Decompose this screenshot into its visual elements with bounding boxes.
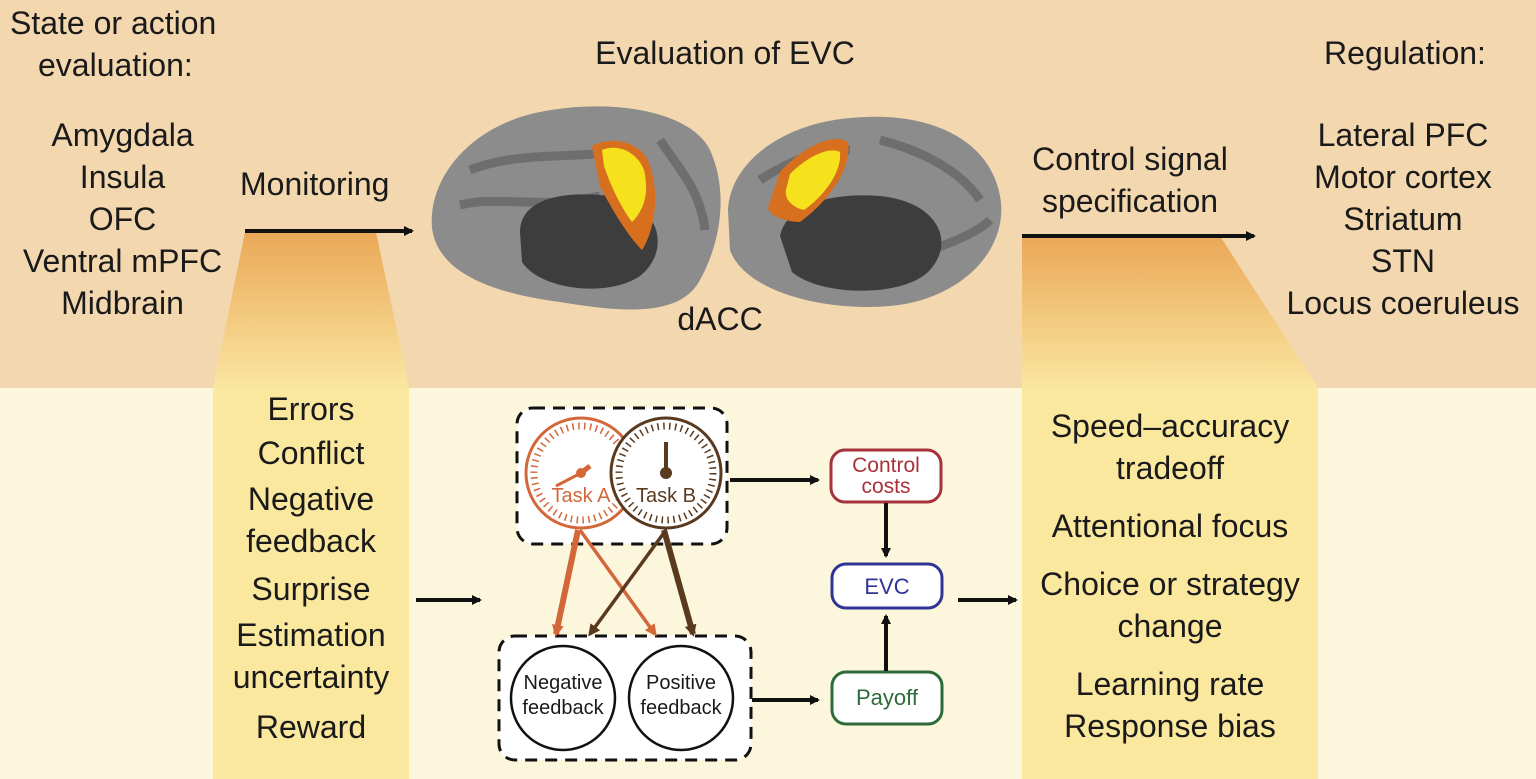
brain-left-image <box>431 106 721 310</box>
right-header: Regulation: <box>1324 35 1486 71</box>
negative-feedback-node <box>509 644 617 752</box>
left-regions-list: Amygdala Insula OFC Ventral mPFC Midbrai… <box>0 114 245 324</box>
signal-item: uncertainty <box>232 659 390 695</box>
control-signal-label: Control signal specification <box>1010 138 1250 222</box>
outputs-list: Speed–accuracy tradeoff Attentional focu… <box>1022 405 1318 747</box>
signal-item: Surprise <box>251 571 371 607</box>
control-costs-line-2: costs <box>861 475 911 498</box>
task-a-positive-arrow <box>578 528 657 637</box>
output-item: Speed–accuracy <box>1050 408 1290 444</box>
signal-item: feedback <box>246 523 376 559</box>
output-item: Choice or strategy <box>1040 566 1300 602</box>
positive-feedback-node <box>627 644 735 752</box>
right-region: Locus coeruleus <box>1286 285 1520 321</box>
left-header: State or action evaluation: <box>10 2 216 86</box>
control-costs-line-1: Control <box>852 454 920 477</box>
payoff-label: Payoff <box>856 685 918 710</box>
payoff-node <box>830 670 944 726</box>
evc-label: EVC <box>864 574 910 599</box>
output-item: change <box>1117 608 1223 644</box>
output-item: Attentional focus <box>1051 508 1289 544</box>
specification-column <box>1022 388 1318 779</box>
control-costs-label: Control costs <box>831 455 941 497</box>
monitored-signals-list: Errors Conflict Negative feedback Surpri… <box>213 388 409 748</box>
signal-item: Negative <box>247 481 375 517</box>
right-regions-list: Lateral PFC Motor cortex Striatum STN Lo… <box>1270 114 1536 324</box>
output-item: Response bias <box>1064 708 1276 744</box>
positive-feedback-line-2: feedback <box>640 697 722 719</box>
negative-feedback-line-1: Negative <box>523 672 603 694</box>
positive-feedback-label: Positive feedback <box>629 671 733 721</box>
right-region: STN <box>1371 243 1435 279</box>
positive-feedback-line-1: Positive <box>645 672 717 694</box>
brain-right-image <box>728 116 1002 307</box>
control-costs-node <box>829 448 943 504</box>
control-signal-line-2: specification <box>1041 183 1219 219</box>
center-title: Evaluation of EVC <box>595 35 855 71</box>
signal-item: Conflict <box>257 435 365 471</box>
left-region: OFC <box>88 201 157 237</box>
right-region: Striatum <box>1343 201 1463 237</box>
control-signal-line-1: Control signal <box>1032 141 1228 177</box>
left-header-line-2: evaluation: <box>38 47 193 83</box>
task-a-negative-arrow <box>551 529 581 637</box>
specification-funnel <box>1022 236 1318 388</box>
monitoring-column <box>213 388 409 779</box>
left-region: Ventral mPFC <box>22 243 223 279</box>
output-item: tradeoff <box>1116 450 1224 486</box>
left-region: Midbrain <box>61 285 184 321</box>
task-b-gauge <box>609 416 723 530</box>
signal-item: Errors <box>267 391 355 427</box>
left-header-line-1: State or action <box>10 5 217 41</box>
negative-feedback-label: Negative feedback <box>511 671 615 721</box>
monitoring-label: Monitoring <box>240 166 390 202</box>
output-item: Learning rate <box>1075 666 1265 702</box>
task-b-negative-arrow <box>588 528 668 637</box>
task-b-positive-arrow <box>661 529 697 637</box>
signal-item: Estimation <box>236 617 386 653</box>
signal-item: Reward <box>255 709 367 745</box>
task-a-label: Task A <box>551 485 611 507</box>
negative-feedback-line-2: feedback <box>522 697 604 719</box>
right-region: Motor cortex <box>1314 159 1492 195</box>
evc-node <box>830 562 944 610</box>
right-region: Lateral PFC <box>1317 117 1489 153</box>
monitoring-funnel <box>213 232 409 388</box>
left-region: Amygdala <box>51 117 194 153</box>
task-b-label: Task B <box>635 485 697 507</box>
left-region: Insula <box>79 159 166 195</box>
dacc-label: dACC <box>677 301 763 337</box>
